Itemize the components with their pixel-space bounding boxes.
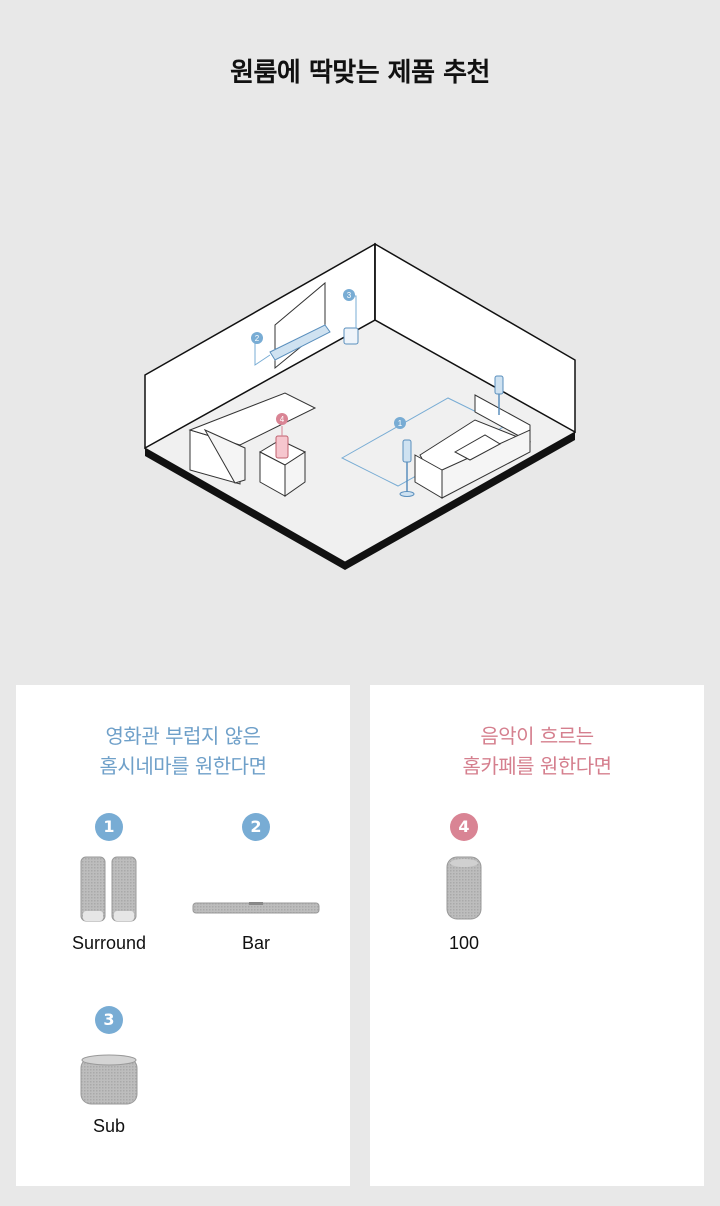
page-title: 원룸에 딱맞는 제품 추천 [230, 58, 490, 88]
number-badge: 4 [450, 813, 478, 841]
home-cinema-heading: 영화관 부럽지 않은 홈시네마를 원한다면 [99, 724, 267, 778]
product-label: Sub [92, 1116, 126, 1136]
home-cafe-heading: 음악이 흐르는 홈카페를 원한다면 [462, 724, 612, 778]
diagram-marker-4 [276, 413, 288, 425]
portable-speaker-icon [446, 856, 482, 920]
product-100[interactable]: 4 100 [389, 813, 539, 954]
number-badge: 2 [242, 813, 270, 841]
home-cinema-card: 영화관 부럽지 않은 홈시네마를 원한다면 1 Surround 2 Bar 3 [16, 685, 350, 1186]
product-label: Surround [71, 933, 147, 953]
product-sub[interactable]: 3 Sub [34, 1006, 184, 1137]
svg-text:3: 3 [347, 291, 352, 300]
number-badge: 3 [95, 1006, 123, 1034]
svg-text:1: 1 [398, 419, 403, 428]
surround-speaker-pair-icon [80, 856, 137, 922]
diagram-marker-3 [343, 289, 355, 301]
diagram-marker-1 [394, 417, 406, 429]
number-badge: 1 [95, 813, 123, 841]
room-illustration: 2 3 4 1 [143, 242, 577, 570]
soundbar-icon [192, 902, 320, 914]
svg-text:4: 4 [280, 415, 285, 424]
product-bar[interactable]: 2 Bar [181, 813, 331, 954]
subwoofer-icon [80, 1054, 138, 1105]
diagram-marker-2 [251, 332, 263, 344]
svg-text:2: 2 [255, 334, 260, 343]
home-cafe-card: 음악이 흐르는 홈카페를 원한다면 4 100 [370, 685, 704, 1186]
product-label: Bar [241, 933, 270, 953]
product-label: 100 [448, 933, 480, 953]
product-surround[interactable]: 1 Surround [34, 813, 184, 954]
